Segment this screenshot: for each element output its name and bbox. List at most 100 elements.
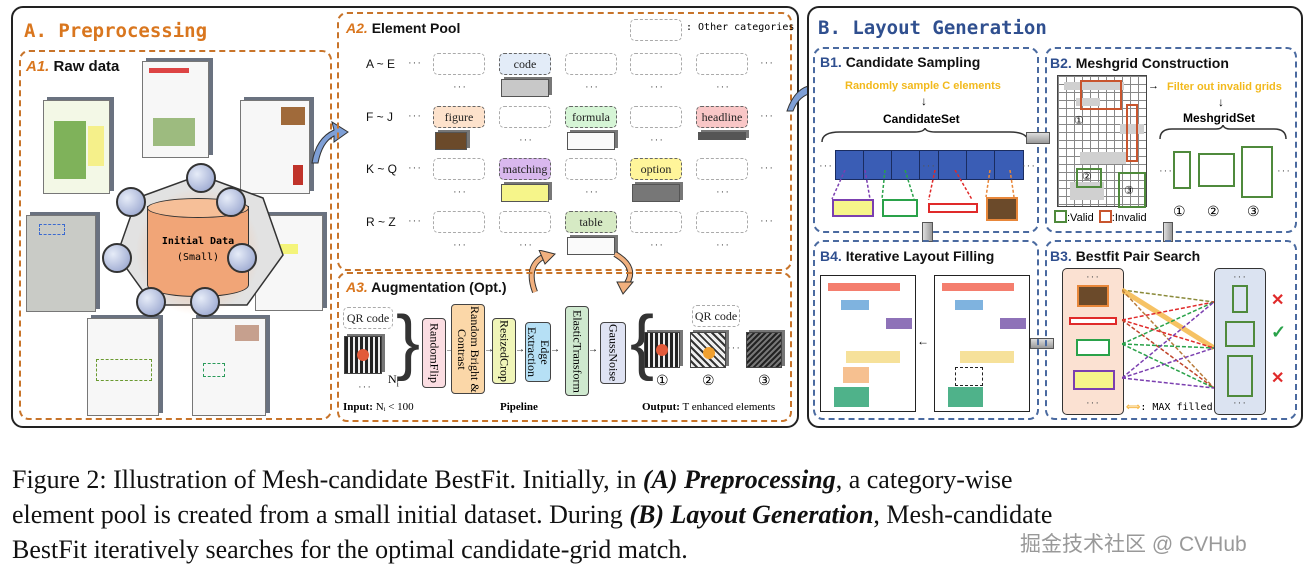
meshgrid-brace: [1159, 125, 1287, 140]
pipeline-step: ElasticTransform: [565, 306, 589, 396]
row-ellipsis: ···: [408, 110, 422, 122]
row-ellipsis: ···: [760, 162, 774, 174]
left-arrow: ←: [917, 334, 929, 348]
element-thumbnail: [501, 79, 549, 97]
category-other: [696, 211, 748, 233]
element-thumbnail: [435, 132, 467, 150]
pipeline-arrow: →: [515, 344, 525, 355]
filled-layout-page: [820, 275, 916, 412]
other-categories-legend: : Other categories: [686, 22, 795, 33]
raw-data-box: [19, 50, 332, 420]
element-thumbnail: [501, 184, 549, 202]
category-other: [499, 211, 551, 233]
down-arrow: ↓: [1218, 95, 1224, 109]
raw-doc-2: [142, 61, 209, 158]
b1-to-b2-arrow: [1026, 132, 1050, 144]
augmentation-cycle-arrows: [528, 250, 635, 295]
max-filled-legend: ⟺: MAX filled: [1126, 402, 1213, 413]
pipeline-arrow: →: [484, 344, 494, 355]
meshgrid-set-ellipsis: ···: [1159, 165, 1173, 177]
candidate-headline: [928, 203, 978, 213]
candidate-link-lines: [831, 170, 1015, 200]
meshgrid-set-ellipsis: ···: [1277, 165, 1291, 177]
input-ellipsis: ···: [358, 381, 372, 393]
b2-to-b3-arrow: [1163, 222, 1173, 242]
meshgrid-mark-1: ①: [1173, 203, 1186, 219]
category-formula: formula: [565, 106, 617, 128]
filter-note: Filter out invalid grids: [1167, 81, 1282, 93]
hub-node: [116, 187, 146, 217]
caption-line-3: BestFit iteratively searches for the opt…: [12, 535, 688, 564]
row-ellipsis: ···: [760, 215, 774, 227]
meshgrid-construction-title: B2. Meshgrid Construction: [1050, 55, 1229, 71]
category-headline: headline: [696, 106, 748, 128]
output-qr-2: [690, 332, 726, 368]
random-sample-note: Randomly sample C elements: [845, 80, 1001, 92]
initial-data-label: Initial Data: [161, 236, 235, 247]
augmentation-title: A3. Augmentation (Opt.): [346, 279, 507, 295]
input-qr-thumbnail: [344, 336, 382, 374]
element-pool-box: [337, 12, 792, 271]
result-accept-icon: ✓: [1271, 322, 1287, 342]
meshgrid-candidate-1: [1173, 151, 1191, 189]
watermark: 掘金技术社区 @ CVHub: [1020, 533, 1247, 556]
grid-column: ··· ···: [1214, 268, 1266, 415]
candidate-brace: [821, 128, 1029, 143]
pipeline-label: Pipeline: [500, 401, 538, 413]
hub-node: [216, 187, 246, 217]
pool-ellipsis: ···: [519, 239, 533, 251]
hub-node: [227, 243, 257, 273]
candidate-cube: [863, 150, 893, 180]
category-figure: figure: [433, 106, 485, 128]
input-qr-chip: QR code: [343, 307, 393, 329]
raw-doc-3: [240, 100, 310, 194]
category-code: code: [499, 53, 551, 75]
output-label: Output: T enhanced elements: [642, 401, 776, 413]
pool-ellipsis: ···: [453, 81, 467, 93]
input-count-label: Ni: [388, 372, 399, 389]
row-label: F ~ J: [366, 110, 394, 124]
iterative-layout-filling-box: [813, 240, 1039, 420]
output-mark-3: ③: [758, 372, 771, 388]
pool-ellipsis: ···: [453, 186, 467, 198]
category-other: [630, 53, 682, 75]
pool-ellipsis: ···: [585, 81, 599, 93]
element-thumbnail: [567, 237, 615, 255]
category-other: [565, 158, 617, 180]
pipeline-arrow: →: [445, 344, 455, 355]
filter-arrow: →: [1148, 80, 1159, 92]
candidate-cube: [938, 150, 968, 180]
pipeline-step: Random Bright & Contrast: [451, 304, 485, 394]
row-label: A ~ E: [366, 57, 396, 71]
pool-ellipsis: ···: [519, 134, 533, 146]
pipeline-arrow: →: [550, 344, 560, 355]
candidate-formula: [882, 199, 918, 217]
b3-to-b4-arrow: [1030, 338, 1054, 349]
pool-ellipsis: ···: [650, 81, 664, 93]
raw-doc-7: [192, 318, 266, 416]
b4-to-b1-arrow: [922, 222, 933, 242]
candidate-set-label: CandidateSet: [883, 112, 960, 126]
cube-ellipsis: ···: [1022, 160, 1036, 172]
arrow-to-element-pool: [311, 120, 349, 164]
meshgrid-mark-3: ③: [1247, 203, 1260, 219]
output-mark-2: ②: [702, 372, 715, 388]
meshgrid-candidate-3: [1241, 146, 1273, 198]
category-other: [696, 158, 748, 180]
raw-doc-6: [87, 318, 159, 416]
double-arrow-icon: ⟺: [1126, 402, 1141, 413]
pair-search-lines: [1122, 287, 1214, 389]
hub-node: [102, 243, 132, 273]
down-arrow: ↓: [921, 94, 927, 108]
input-brace: }: [396, 302, 421, 382]
hub-node: [136, 287, 166, 317]
category-other: [696, 53, 748, 75]
row-label: R ~ Z: [366, 215, 396, 229]
hub-node: [190, 287, 220, 317]
cube-ellipsis: ···: [819, 160, 833, 172]
output-qr-3: [746, 332, 782, 368]
layout-generation-title: B. Layout Generation: [818, 17, 1047, 39]
row-ellipsis: ···: [408, 57, 422, 69]
valid-legend: :Valid :Invalid: [1054, 210, 1147, 224]
row-ellipsis: ···: [760, 110, 774, 122]
